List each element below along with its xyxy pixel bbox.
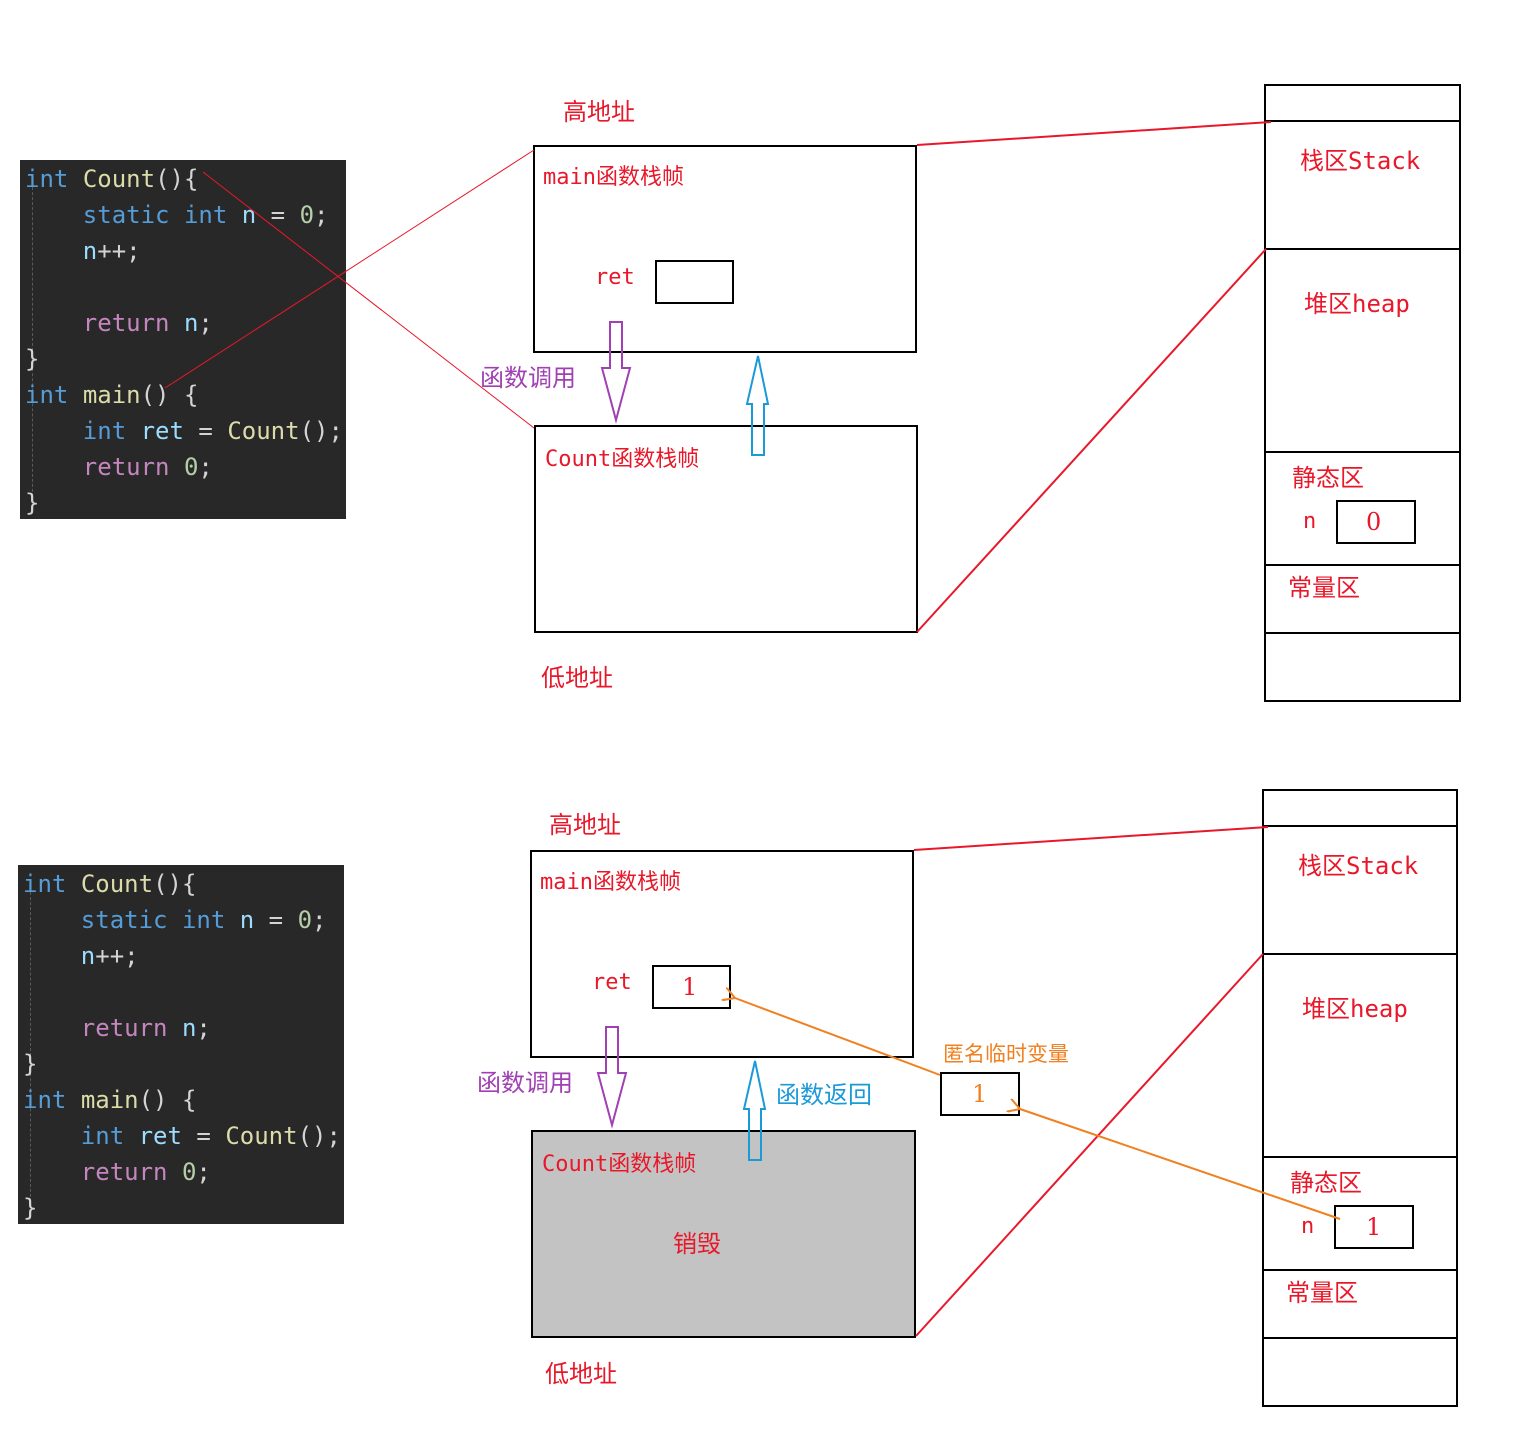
- static-n-label: n: [1301, 1214, 1315, 1239]
- main-frame-label: main函数栈帧: [543, 165, 684, 190]
- code-line: int Count(){: [23, 870, 197, 898]
- call-label: 函数调用: [480, 364, 576, 392]
- connector-line: [916, 248, 1267, 633]
- static-region-label: 静态区: [1292, 464, 1364, 492]
- destroyed-label: 销毁: [673, 1230, 721, 1258]
- connector-line: [202, 171, 535, 429]
- main-stack-frame: main函数栈帧 ret 1: [530, 850, 914, 1058]
- call-label: 函数调用: [477, 1069, 573, 1097]
- static-n-box: 1: [1334, 1205, 1414, 1249]
- call-arrow: [600, 321, 632, 424]
- high-address-label: 高地址: [563, 98, 635, 126]
- static-region-label: 静态区: [1290, 1169, 1362, 1197]
- connector-line: [915, 953, 1264, 1337]
- code-line: n++;: [80, 942, 139, 970]
- memory-layout: 栈区Stack 堆区heap 静态区 n 0 常量区: [1264, 84, 1461, 702]
- heap-region-label: 堆区heap: [1302, 995, 1408, 1023]
- stack-region-label: 栈区Stack: [1300, 147, 1421, 175]
- code-line: return n;: [82, 309, 213, 337]
- temp-variable-label: 匿名临时变量: [943, 1042, 1069, 1066]
- code-line: int ret = Count();: [82, 417, 343, 445]
- ret-value: 1: [682, 973, 698, 1001]
- code-line: return 0;: [82, 453, 213, 481]
- static-n-value: 1: [1366, 1213, 1382, 1241]
- main-frame-label: main函数栈帧: [540, 870, 681, 895]
- value-flow-arrow: [1020, 1109, 1341, 1220]
- call-arrow: [596, 1026, 628, 1129]
- static-n-label: n: [1303, 509, 1317, 534]
- code-line: }: [25, 345, 40, 373]
- connector-line: [164, 149, 535, 389]
- ret-label: ret: [592, 970, 632, 995]
- count-frame-label: Count函数栈帧: [545, 447, 700, 472]
- count-stack-frame: Count函数栈帧: [534, 425, 918, 633]
- low-address-label: 低地址: [545, 1360, 617, 1388]
- code-line: int ret = Count();: [80, 1122, 341, 1150]
- count-frame-label: Count函数栈帧: [542, 1152, 697, 1177]
- code-line: static int n = 0;: [82, 201, 329, 229]
- code-line: int main() {: [23, 1086, 197, 1114]
- code-line: }: [23, 1050, 38, 1078]
- ret-variable-box: [655, 260, 734, 304]
- connector-line: [916, 121, 1272, 146]
- value-flow-arrow: [735, 998, 941, 1076]
- heap-region-label: 堆区heap: [1304, 290, 1410, 318]
- code-panel-top: int Count(){ static int n = 0; n++; retu…: [20, 160, 346, 519]
- code-panel-bottom: int Count(){ static int n = 0; n++; retu…: [18, 865, 344, 1224]
- static-n-value: 0: [1366, 508, 1382, 536]
- static-n-box: 0: [1336, 500, 1416, 544]
- code-line: static int n = 0;: [80, 906, 327, 934]
- stack-region-label: 栈区Stack: [1298, 852, 1419, 880]
- return-label: 函数返回: [776, 1081, 872, 1109]
- connector-line: [913, 826, 1269, 851]
- const-region-label: 常量区: [1286, 1279, 1358, 1307]
- code-line: }: [23, 1194, 38, 1222]
- memory-layout: 栈区Stack 堆区heap 静态区 n 1 常量区: [1262, 789, 1458, 1407]
- code-line: }: [25, 489, 40, 517]
- high-address-label: 高地址: [549, 811, 621, 839]
- code-line: int main() {: [25, 381, 199, 409]
- code-line: int Count(){: [25, 165, 199, 193]
- const-region-label: 常量区: [1288, 574, 1360, 602]
- code-line: return n;: [80, 1014, 211, 1042]
- main-stack-frame: main函数栈帧 ret: [533, 145, 917, 353]
- temp-variable-value: 1: [972, 1080, 988, 1108]
- count-stack-frame: Count函数栈帧 销毁: [531, 1130, 916, 1338]
- return-arrow: [745, 355, 770, 456]
- code-line: n++;: [82, 237, 141, 265]
- code-line: return 0;: [80, 1158, 211, 1186]
- ret-label: ret: [595, 265, 635, 290]
- ret-variable-box: 1: [652, 965, 731, 1009]
- low-address-label: 低地址: [541, 664, 613, 692]
- return-arrow: [742, 1060, 767, 1161]
